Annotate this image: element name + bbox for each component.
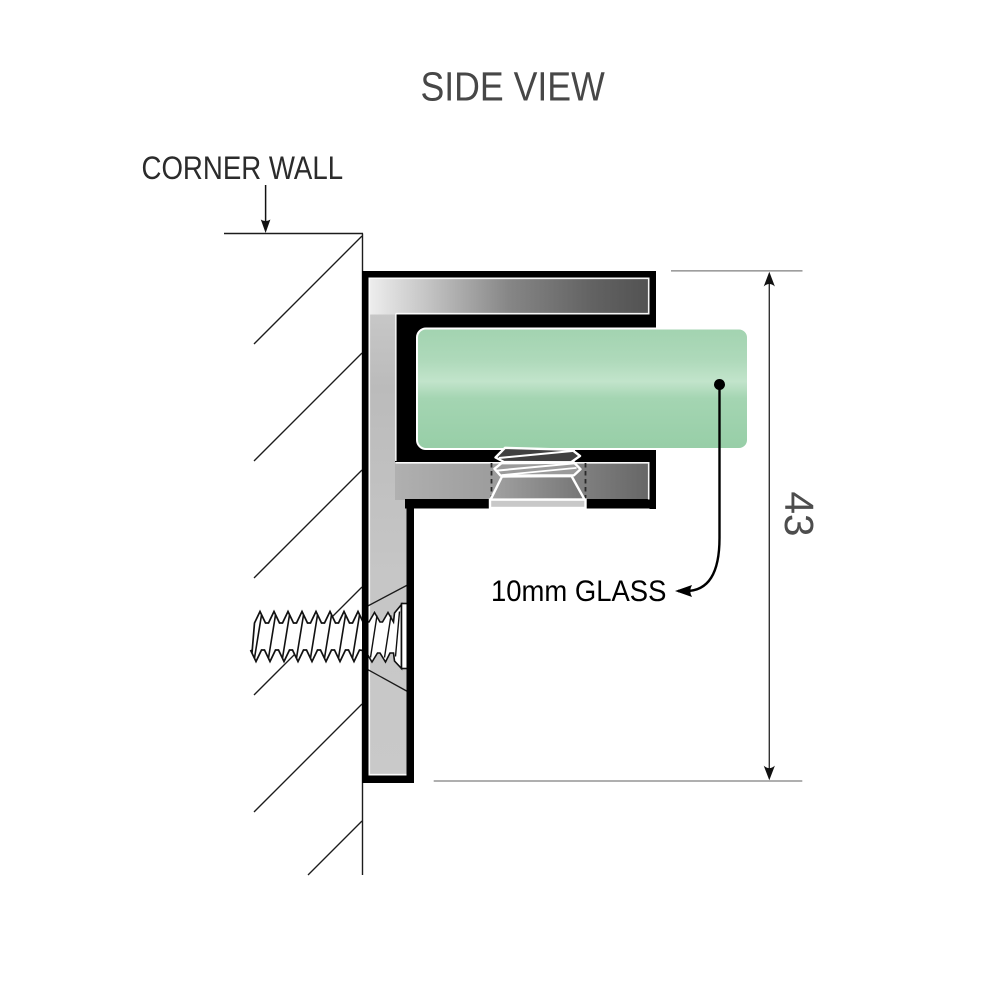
svg-text:SIDE VIEW: SIDE VIEW xyxy=(421,64,606,110)
svg-text:CORNER WALL: CORNER WALL xyxy=(142,151,344,187)
svg-text:10mm GLASS: 10mm GLASS xyxy=(491,575,666,608)
svg-text:43: 43 xyxy=(776,491,822,536)
